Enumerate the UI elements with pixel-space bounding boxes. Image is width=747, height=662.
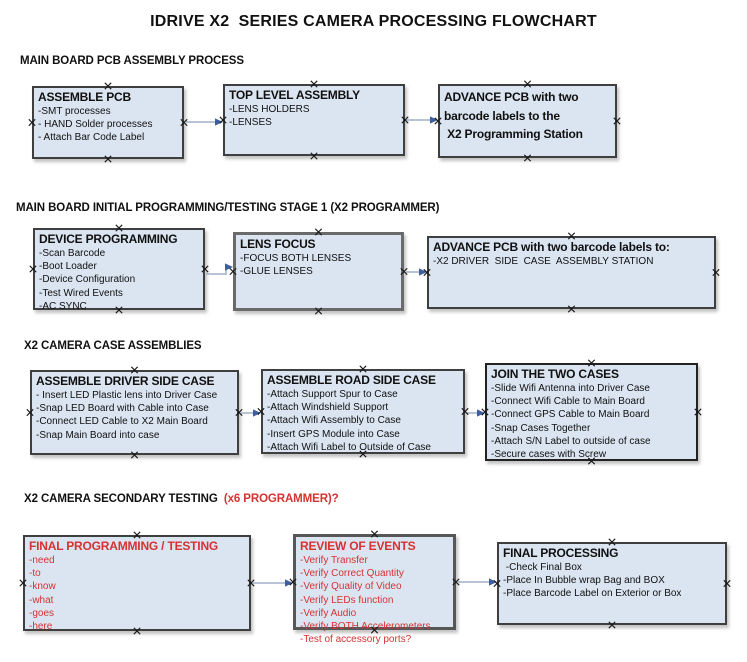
flow-box-item: -Verify LEDs function <box>300 594 394 606</box>
connector-arrowhead-icon <box>215 118 223 126</box>
flow-box-item: -Snap Cases Together <box>491 422 591 434</box>
flow-box-item: barcode labels to the <box>444 109 560 123</box>
connector-arrowhead-icon <box>253 409 261 417</box>
flow-box-items: barcode labels to the X2 Programming Sta… <box>440 106 615 143</box>
flow-box-item: -here <box>29 621 53 633</box>
flow-box-lens-focus[interactable]: LENS FOCUS -FOCUS BOTH LENSES -GLUE LENSE… <box>233 232 404 311</box>
flow-box-item: -Attach Support Spur to Case <box>267 389 398 400</box>
flow-box-review-of-events[interactable]: REVIEW OF EVENTS -Verify Transfer-Verify… <box>293 534 456 645</box>
flow-box-item: -Test Wired Events <box>39 287 123 299</box>
section-heading-programmer-accent: (x6 PROGRAMMER)? <box>223 493 339 505</box>
flow-box-item: - Insert LED Plastic lens into Driver Ca… <box>36 390 218 401</box>
flow-box-item: -Attach Wifi Label to Outside of Case <box>267 441 431 453</box>
flow-box-item: -Connect Wifi Cable to Main Board <box>491 396 645 408</box>
flow-box-title: ASSEMBLE ROAD SIDE CASE <box>267 373 436 387</box>
flow-box-item: -Attach S/N Label to outside of case <box>491 435 651 447</box>
connector-arrowhead-icon <box>285 579 293 587</box>
flow-box-advance-pcb-driver-side-station[interactable]: ADVANCE PCB with two barcode labels to: … <box>427 236 716 309</box>
flow-box-join-the-two-cases[interactable]: JOIN THE TWO CASES -Slide Wifi Antenna i… <box>485 363 698 461</box>
flow-box-item: -Check Final Box <box>503 562 582 573</box>
flow-box-item: -GLUE LENSES <box>240 266 313 278</box>
flow-box-items: -Check Final Box -Place In Bubble wrap Ba… <box>499 560 725 601</box>
flow-box-title: ASSEMBLE PCB <box>38 90 131 104</box>
flow-box-title: FINAL PROGRAMMING / TESTING <box>29 539 219 553</box>
flow-box-title: ADVANCE PCB with two barcode labels to: <box>433 240 670 254</box>
flow-box-item: -Place Barcode Label on Exterior or Box <box>503 588 682 600</box>
flow-box-item: -Place In Bubble wrap Bag and BOX <box>503 575 665 587</box>
flow-box-title: LENS FOCUS <box>240 237 316 251</box>
flow-box-item: -SMT processes <box>38 106 111 117</box>
flow-box-item: -to <box>29 568 41 580</box>
connector-arrowhead-icon <box>225 263 233 271</box>
connector-arrowhead-icon <box>419 268 427 276</box>
flow-box-title: REVIEW OF EVENTS <box>300 539 416 553</box>
page-title: IDRIVE X2 SERIES CAMERA PROCESSING FLOWC… <box>150 13 597 30</box>
section-heading-pcb-assembly: MAIN BOARD PCB ASSEMBLY PROCESS <box>20 55 244 67</box>
section-heading-secondary-testing-text: X2 CAMERA SECONDARY TESTING <box>24 493 224 505</box>
flow-box-item: - Attach Bar Code Label <box>38 132 145 144</box>
flow-box-items: -LENS HOLDERS -LENSES <box>225 102 403 129</box>
flow-box-assemble-pcb[interactable]: ASSEMBLE PCB -SMT processes - HAND Solder… <box>32 86 184 159</box>
flow-box-item: -need <box>29 555 55 566</box>
flow-box-items: -FOCUS BOTH LENSES -GLUE LENSES <box>236 251 401 278</box>
flow-box-item: -Connect LED Cable to X2 Main Board <box>36 416 208 428</box>
flow-box-items: - Insert LED Plastic lens into Driver Ca… <box>32 388 237 442</box>
flow-box-item: -Snap LED Board with Cable into Case <box>36 403 209 415</box>
flow-box-assemble-road-side-case[interactable]: ASSEMBLE ROAD SIDE CASE -Attach Support … <box>261 369 465 454</box>
flow-box-title: ADVANCE PCB with two <box>444 90 579 104</box>
flow-box-item: -FOCUS BOTH LENSES <box>240 253 352 264</box>
connector-arrowhead-icon <box>477 409 485 417</box>
flow-box-item: -Verify Audio <box>300 607 357 619</box>
flow-box-item: -Attach Windshield Support <box>267 402 389 414</box>
flow-box-item: -Secure cases with Screw <box>491 449 607 461</box>
flow-box-item: -Boot Loader <box>39 261 97 273</box>
flow-box-items: -Scan Barcode -Boot Loader-Device Configu… <box>35 246 203 313</box>
flow-box-item: - HAND Solder processes <box>38 119 153 131</box>
flow-box-item: -Scan Barcode <box>39 248 106 259</box>
flow-box-item: -Verify Transfer <box>300 555 368 566</box>
connector-arrowhead-icon <box>430 116 438 124</box>
flow-box-title: JOIN THE TWO CASES <box>491 367 619 381</box>
flow-box-title: DEVICE PROGRAMMING <box>39 232 178 246</box>
flow-box-items: -need -to-know-what-goes -here <box>25 553 249 633</box>
flow-box-item: -X2 DRIVER SIDE CASE ASSEMBLY STATION <box>433 256 654 267</box>
flow-box-final-programming-testing[interactable]: FINAL PROGRAMMING / TESTING -need -to-kno… <box>23 535 251 633</box>
connector-arrowhead-icon <box>489 578 497 586</box>
flow-box-assemble-driver-side-case[interactable]: ASSEMBLE DRIVER SIDE CASE - Insert LED P… <box>30 370 239 455</box>
flow-box-item: -AC SYNC <box>39 300 87 312</box>
flow-box-device-programming[interactable]: DEVICE PROGRAMMING -Scan Barcode -Boot Lo… <box>33 228 205 313</box>
flow-box-item: -Verify BOTH Accelerometers <box>300 621 431 633</box>
flow-box-final-processing[interactable]: FINAL PROCESSING -Check Final Box -Place … <box>497 542 727 625</box>
flow-box-items: -X2 DRIVER SIDE CASE ASSEMBLY STATION <box>429 254 714 268</box>
flow-box-item: -Insert GPS Module into Case <box>267 428 400 440</box>
flow-box-advance-pcb-programming-station[interactable]: ADVANCE PCB with two barcode labels to t… <box>438 84 617 158</box>
flow-box-item: -what <box>29 594 54 606</box>
flow-box-items: -Slide Wifi Antenna into Driver Case -Con… <box>487 381 696 461</box>
connector-arrow-line[interactable] <box>206 266 227 275</box>
flow-box-items: -SMT processes - HAND Solder processes- A… <box>34 104 182 145</box>
flow-box-item: -Snap Main Board into case <box>36 429 160 441</box>
flow-box-items: -Attach Support Spur to Case -Attach Wind… <box>263 387 463 454</box>
flow-box-title: TOP LEVEL ASSEMBLY <box>229 88 360 102</box>
flow-box-item: -LENSES <box>229 117 272 129</box>
section-heading-secondary-testing: X2 CAMERA SECONDARY TESTING (x6 PROGRAMM… <box>24 493 339 505</box>
flow-box-items: -Verify Transfer -Verify Correct Quantity… <box>296 553 453 646</box>
section-heading-initial-programming: MAIN BOARD INITIAL PROGRAMMING/TESTING S… <box>16 202 440 214</box>
flow-box-item: -goes <box>29 607 55 619</box>
flow-box-item: -Slide Wifi Antenna into Driver Case <box>491 383 650 394</box>
flow-box-title: FINAL PROCESSING <box>503 546 619 560</box>
flow-box-item: X2 Programming Station <box>444 127 583 141</box>
flow-box-item: -Attach Wifi Assembly to Case <box>267 415 401 427</box>
flow-box-item: -Verify Correct Quantity <box>300 568 404 580</box>
flow-box-item: -know <box>29 581 56 593</box>
flow-box-item: -Connect GPS Cable to Main Board <box>491 409 650 421</box>
flow-box-item: -LENS HOLDERS <box>229 104 310 115</box>
flow-box-title: ASSEMBLE DRIVER SIDE CASE <box>36 374 215 388</box>
flow-box-top-level-assembly[interactable]: TOP LEVEL ASSEMBLY -LENS HOLDERS -LENSES <box>223 84 405 156</box>
section-heading-case-assemblies: X2 CAMERA CASE ASSEMBLIES <box>24 340 202 352</box>
flow-box-item: -Verify Quality of Video <box>300 581 402 593</box>
flow-box-item: -Device Configuration <box>39 274 136 286</box>
flow-box-item: -Test of accessory ports? <box>300 634 412 646</box>
